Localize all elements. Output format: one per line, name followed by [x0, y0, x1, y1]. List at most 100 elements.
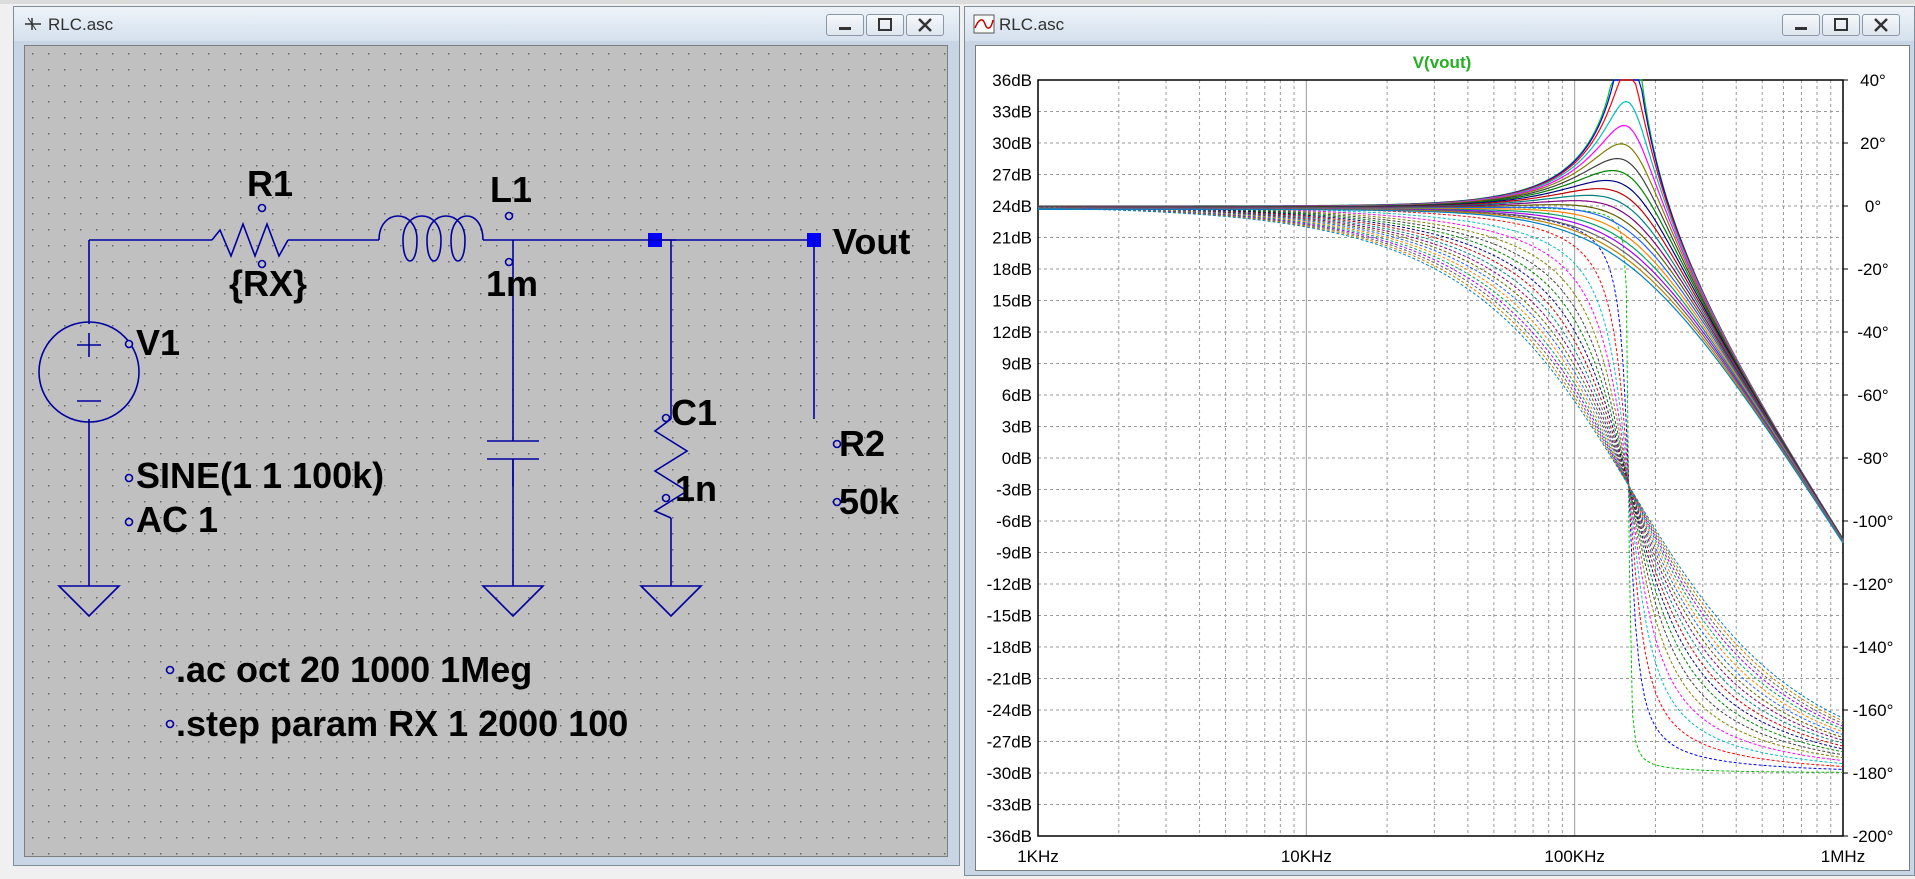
maximize-icon [878, 18, 892, 31]
phase-trace[interactable] [1038, 207, 1844, 736]
voltage-source-v1[interactable] [38, 321, 140, 423]
wire-vout[interactable] [648, 239, 815, 419]
magnitude-trace[interactable] [1038, 208, 1844, 544]
y-tick-left: -6dB [996, 512, 1032, 531]
magnitude-trace[interactable] [1038, 79, 1844, 540]
c1-value: 1n [675, 468, 717, 509]
schematic-window[interactable]: RLC.asc [13, 6, 960, 866]
minimize-icon [1795, 27, 1807, 30]
inductor-l1[interactable] [378, 215, 484, 262]
r2-value: 50k [839, 481, 900, 522]
x-tick: 10KHz [1281, 847, 1332, 866]
l1-ref: L1 [490, 169, 532, 210]
phase-trace[interactable] [1038, 206, 1844, 738]
x-tick: 1KHz [1017, 847, 1059, 866]
y-tick-left: -3dB [996, 481, 1032, 500]
magnitude-trace[interactable] [1038, 208, 1844, 544]
phase-trace[interactable] [1038, 205, 1844, 770]
magnitude-trace[interactable] [1038, 79, 1844, 540]
phase-trace[interactable] [1037, 207, 1844, 719]
phase-trace[interactable] [1037, 205, 1844, 767]
plot-titlebar[interactable]: RLC.asc [965, 7, 1914, 41]
phase-trace[interactable] [1038, 206, 1844, 762]
schematic-titlebar[interactable]: RLC.asc [14, 7, 959, 41]
magnitude-trace[interactable] [1038, 179, 1844, 541]
v1-ref: V1 [136, 322, 180, 363]
y-tick-left: -21dB [987, 670, 1032, 689]
magnitude-trace[interactable] [1038, 208, 1844, 542]
resistor-r1[interactable] [211, 221, 289, 259]
y-tick-right: -40° [1857, 323, 1888, 342]
plot-axes: 36dB33dB30dB27dB24dB21dB18dB15dB12dB9dB6… [987, 71, 1894, 866]
y-tick-left: -27dB [987, 733, 1032, 752]
phase-trace[interactable] [1037, 206, 1844, 741]
phase-trace[interactable] [1038, 207, 1844, 733]
y-tick-left: -15dB [987, 607, 1032, 626]
y-tick-right: -60° [1857, 386, 1888, 405]
phase-trace[interactable] [1037, 206, 1844, 744]
close-button[interactable] [906, 14, 944, 36]
y-tick-left: -12dB [987, 575, 1032, 594]
magnitude-trace[interactable] [1038, 194, 1844, 541]
minimize-button[interactable] [826, 14, 864, 36]
magnitude-trace[interactable] [1038, 207, 1844, 542]
y-tick-right: -140° [1853, 638, 1894, 657]
resistor-r2[interactable] [653, 418, 689, 519]
ground-v1-icon [57, 486, 121, 618]
v1-value2: AC 1 [136, 499, 218, 540]
magnitude-trace[interactable] [1038, 100, 1844, 540]
y-tick-left: 6dB [1002, 386, 1032, 405]
y-tick-right: 0° [1865, 197, 1881, 216]
plot-close-button[interactable] [1862, 14, 1900, 36]
plot-maximize-button[interactable] [1822, 14, 1860, 36]
net-label-vout[interactable]: Vout [833, 221, 910, 262]
magnitude-trace[interactable] [1038, 206, 1844, 542]
magnitude-trace[interactable] [1038, 208, 1844, 543]
y-tick-right: -180° [1853, 764, 1894, 783]
plus-sign-icon [77, 333, 101, 357]
y-tick-left: 15dB [992, 292, 1032, 311]
phase-trace[interactable] [1038, 206, 1844, 756]
phase-trace[interactable] [1038, 207, 1844, 727]
capacitor-c1[interactable] [487, 440, 539, 460]
plot-traces[interactable] [1037, 79, 1844, 773]
plot-minimize-button[interactable] [1782, 14, 1820, 36]
schematic-canvas[interactable]: R1 {RX} L1 1m V1 SINE(1 1 100k) AC 1 C1 … [24, 45, 948, 857]
magnitude-trace[interactable] [1038, 208, 1844, 543]
magnitude-trace[interactable] [1038, 204, 1844, 541]
waveform-icon [973, 14, 995, 34]
y-tick-left: 3dB [1002, 418, 1032, 437]
x-tick: 100KHz [1544, 847, 1604, 866]
schematic-icon [25, 17, 41, 31]
maximize-button[interactable] [866, 14, 904, 36]
y-tick-right: -200° [1853, 827, 1894, 846]
phase-trace[interactable] [1038, 207, 1844, 730]
grid-dots [25, 46, 947, 856]
y-tick-left: 30dB [992, 134, 1032, 153]
phase-trace[interactable] [1038, 207, 1844, 722]
phase-trace[interactable] [1037, 206, 1844, 747]
y-tick-left: 0dB [1002, 449, 1032, 468]
phase-trace[interactable] [1038, 206, 1844, 750]
top-strip [0, 0, 1915, 4]
y-tick-left: 9dB [1002, 355, 1032, 374]
phase-trace[interactable] [1038, 206, 1844, 753]
directive-step[interactable]: .step param RX 1 2000 100 [176, 703, 628, 744]
r2-ref: R2 [839, 423, 885, 464]
bode-plot[interactable]: V(vout) 36dB33dB30dB27dB24dB21dB18dB15dB… [976, 46, 1909, 870]
trace-label-vout[interactable]: V(vout) [1413, 53, 1472, 72]
schematic-drawing[interactable]: R1 {RX} L1 1m V1 SINE(1 1 100k) AC 1 C1 … [25, 46, 947, 856]
y-tick-left: 21dB [992, 229, 1032, 248]
r1-value: {RX} [229, 263, 307, 304]
phase-trace[interactable] [1038, 207, 1844, 724]
y-tick-right: -80° [1857, 449, 1888, 468]
magnitude-trace[interactable] [1038, 169, 1844, 540]
magnitude-trace[interactable] [1038, 79, 1844, 540]
phase-trace[interactable] [1038, 205, 1844, 764]
directive-ac[interactable]: .ac oct 20 1000 1Meg [176, 649, 532, 690]
phase-trace[interactable] [1038, 206, 1844, 759]
y-tick-left: 24dB [992, 197, 1032, 216]
y-tick-left: 36dB [992, 71, 1032, 90]
